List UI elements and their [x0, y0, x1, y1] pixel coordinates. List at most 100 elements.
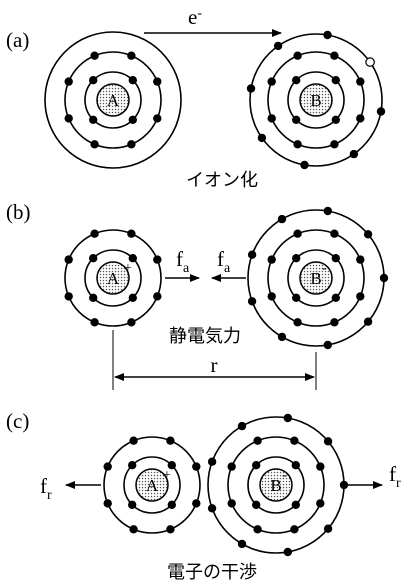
electron — [283, 413, 292, 423]
electron — [363, 230, 373, 239]
electron — [253, 436, 262, 445]
electron — [273, 41, 283, 51]
electron — [323, 524, 333, 533]
atom-c-left: A + — [103, 436, 201, 534]
electron — [292, 293, 301, 302]
panel-c: (c) A + B - fr fr 電子の干渉 — [6, 409, 401, 583]
electron — [290, 525, 299, 534]
electron — [267, 255, 276, 264]
atom-a-left: A — [44, 31, 182, 169]
electron — [293, 318, 302, 327]
electron — [153, 292, 162, 301]
electron — [283, 547, 292, 557]
electron — [89, 293, 98, 302]
electron — [252, 461, 261, 470]
electron — [153, 255, 162, 264]
electron — [128, 461, 137, 470]
panel-b: (b) A + B - fa fa 静電気力 r — [6, 200, 389, 390]
electron — [64, 114, 73, 123]
electron — [293, 51, 302, 60]
panel-a-caption: イオン化 — [186, 170, 258, 191]
force-label-right: fa — [217, 247, 231, 276]
electron — [207, 457, 217, 466]
panel-a: (a) A B e- イオン化 — [6, 5, 386, 191]
electron — [237, 539, 247, 549]
electron — [323, 340, 332, 350]
distance-label: r — [211, 353, 218, 377]
electron — [330, 51, 339, 60]
electron — [167, 500, 176, 509]
electron — [207, 504, 217, 513]
electron — [192, 499, 201, 508]
electron — [356, 77, 365, 86]
electron — [247, 297, 257, 306]
electron — [128, 76, 137, 85]
electron-shell — [287, 71, 345, 129]
electron — [363, 317, 373, 326]
electron-shell — [84, 71, 142, 129]
electron-shell — [267, 229, 365, 327]
electron — [237, 421, 247, 431]
electron-shell — [123, 456, 181, 514]
electron — [89, 254, 98, 263]
nucleus-b — [299, 261, 333, 295]
electron — [277, 332, 287, 342]
electron-shell — [287, 249, 345, 307]
electron — [331, 254, 340, 263]
electron — [356, 114, 365, 123]
electron — [316, 462, 325, 471]
electron — [247, 250, 257, 259]
electron — [316, 499, 325, 508]
electron — [127, 229, 136, 238]
electron — [128, 500, 137, 509]
electron — [379, 273, 389, 283]
electron-shell — [267, 51, 365, 149]
electron — [292, 254, 301, 263]
nucleus-a — [96, 83, 130, 117]
nucleus-a-label: A — [107, 91, 120, 110]
electron-label: e- — [188, 5, 202, 29]
electron — [227, 499, 236, 508]
electron — [246, 84, 256, 93]
electron — [153, 77, 162, 86]
electron — [267, 77, 276, 86]
electron — [89, 76, 98, 85]
electron — [349, 149, 359, 159]
electron — [167, 461, 176, 470]
electron-shell — [247, 456, 305, 514]
force-label-right: fr — [389, 462, 401, 491]
panel-b-label: (b) — [6, 200, 31, 224]
electron — [252, 500, 261, 509]
electron — [293, 140, 302, 149]
atom-b-panel-right: B - — [247, 206, 389, 350]
electron-shell — [64, 51, 162, 149]
electron — [330, 229, 339, 238]
electron — [90, 51, 99, 60]
force-label-left: fa — [176, 247, 190, 276]
electron — [89, 115, 98, 125]
electron — [90, 318, 99, 327]
electron — [253, 525, 262, 534]
electron — [227, 462, 236, 471]
electron-vacancy — [365, 57, 375, 67]
charge-minus: - — [322, 261, 327, 276]
electron — [293, 229, 302, 238]
electron — [64, 292, 73, 301]
electron-shell — [44, 31, 182, 169]
nucleus-a — [96, 261, 130, 295]
electron — [331, 76, 340, 85]
electron — [331, 115, 340, 125]
electron — [331, 293, 340, 302]
panel-b-caption: 静電気力 — [169, 326, 241, 347]
electron — [277, 214, 287, 224]
electron — [103, 499, 112, 508]
electron — [330, 140, 339, 149]
nucleus-a-label: A — [107, 269, 120, 288]
electron — [153, 114, 162, 123]
nucleus-b-label: B — [270, 476, 281, 495]
panel-a-label: (a) — [6, 28, 29, 52]
electron — [127, 51, 136, 60]
electron — [323, 30, 332, 40]
electron — [90, 229, 99, 238]
